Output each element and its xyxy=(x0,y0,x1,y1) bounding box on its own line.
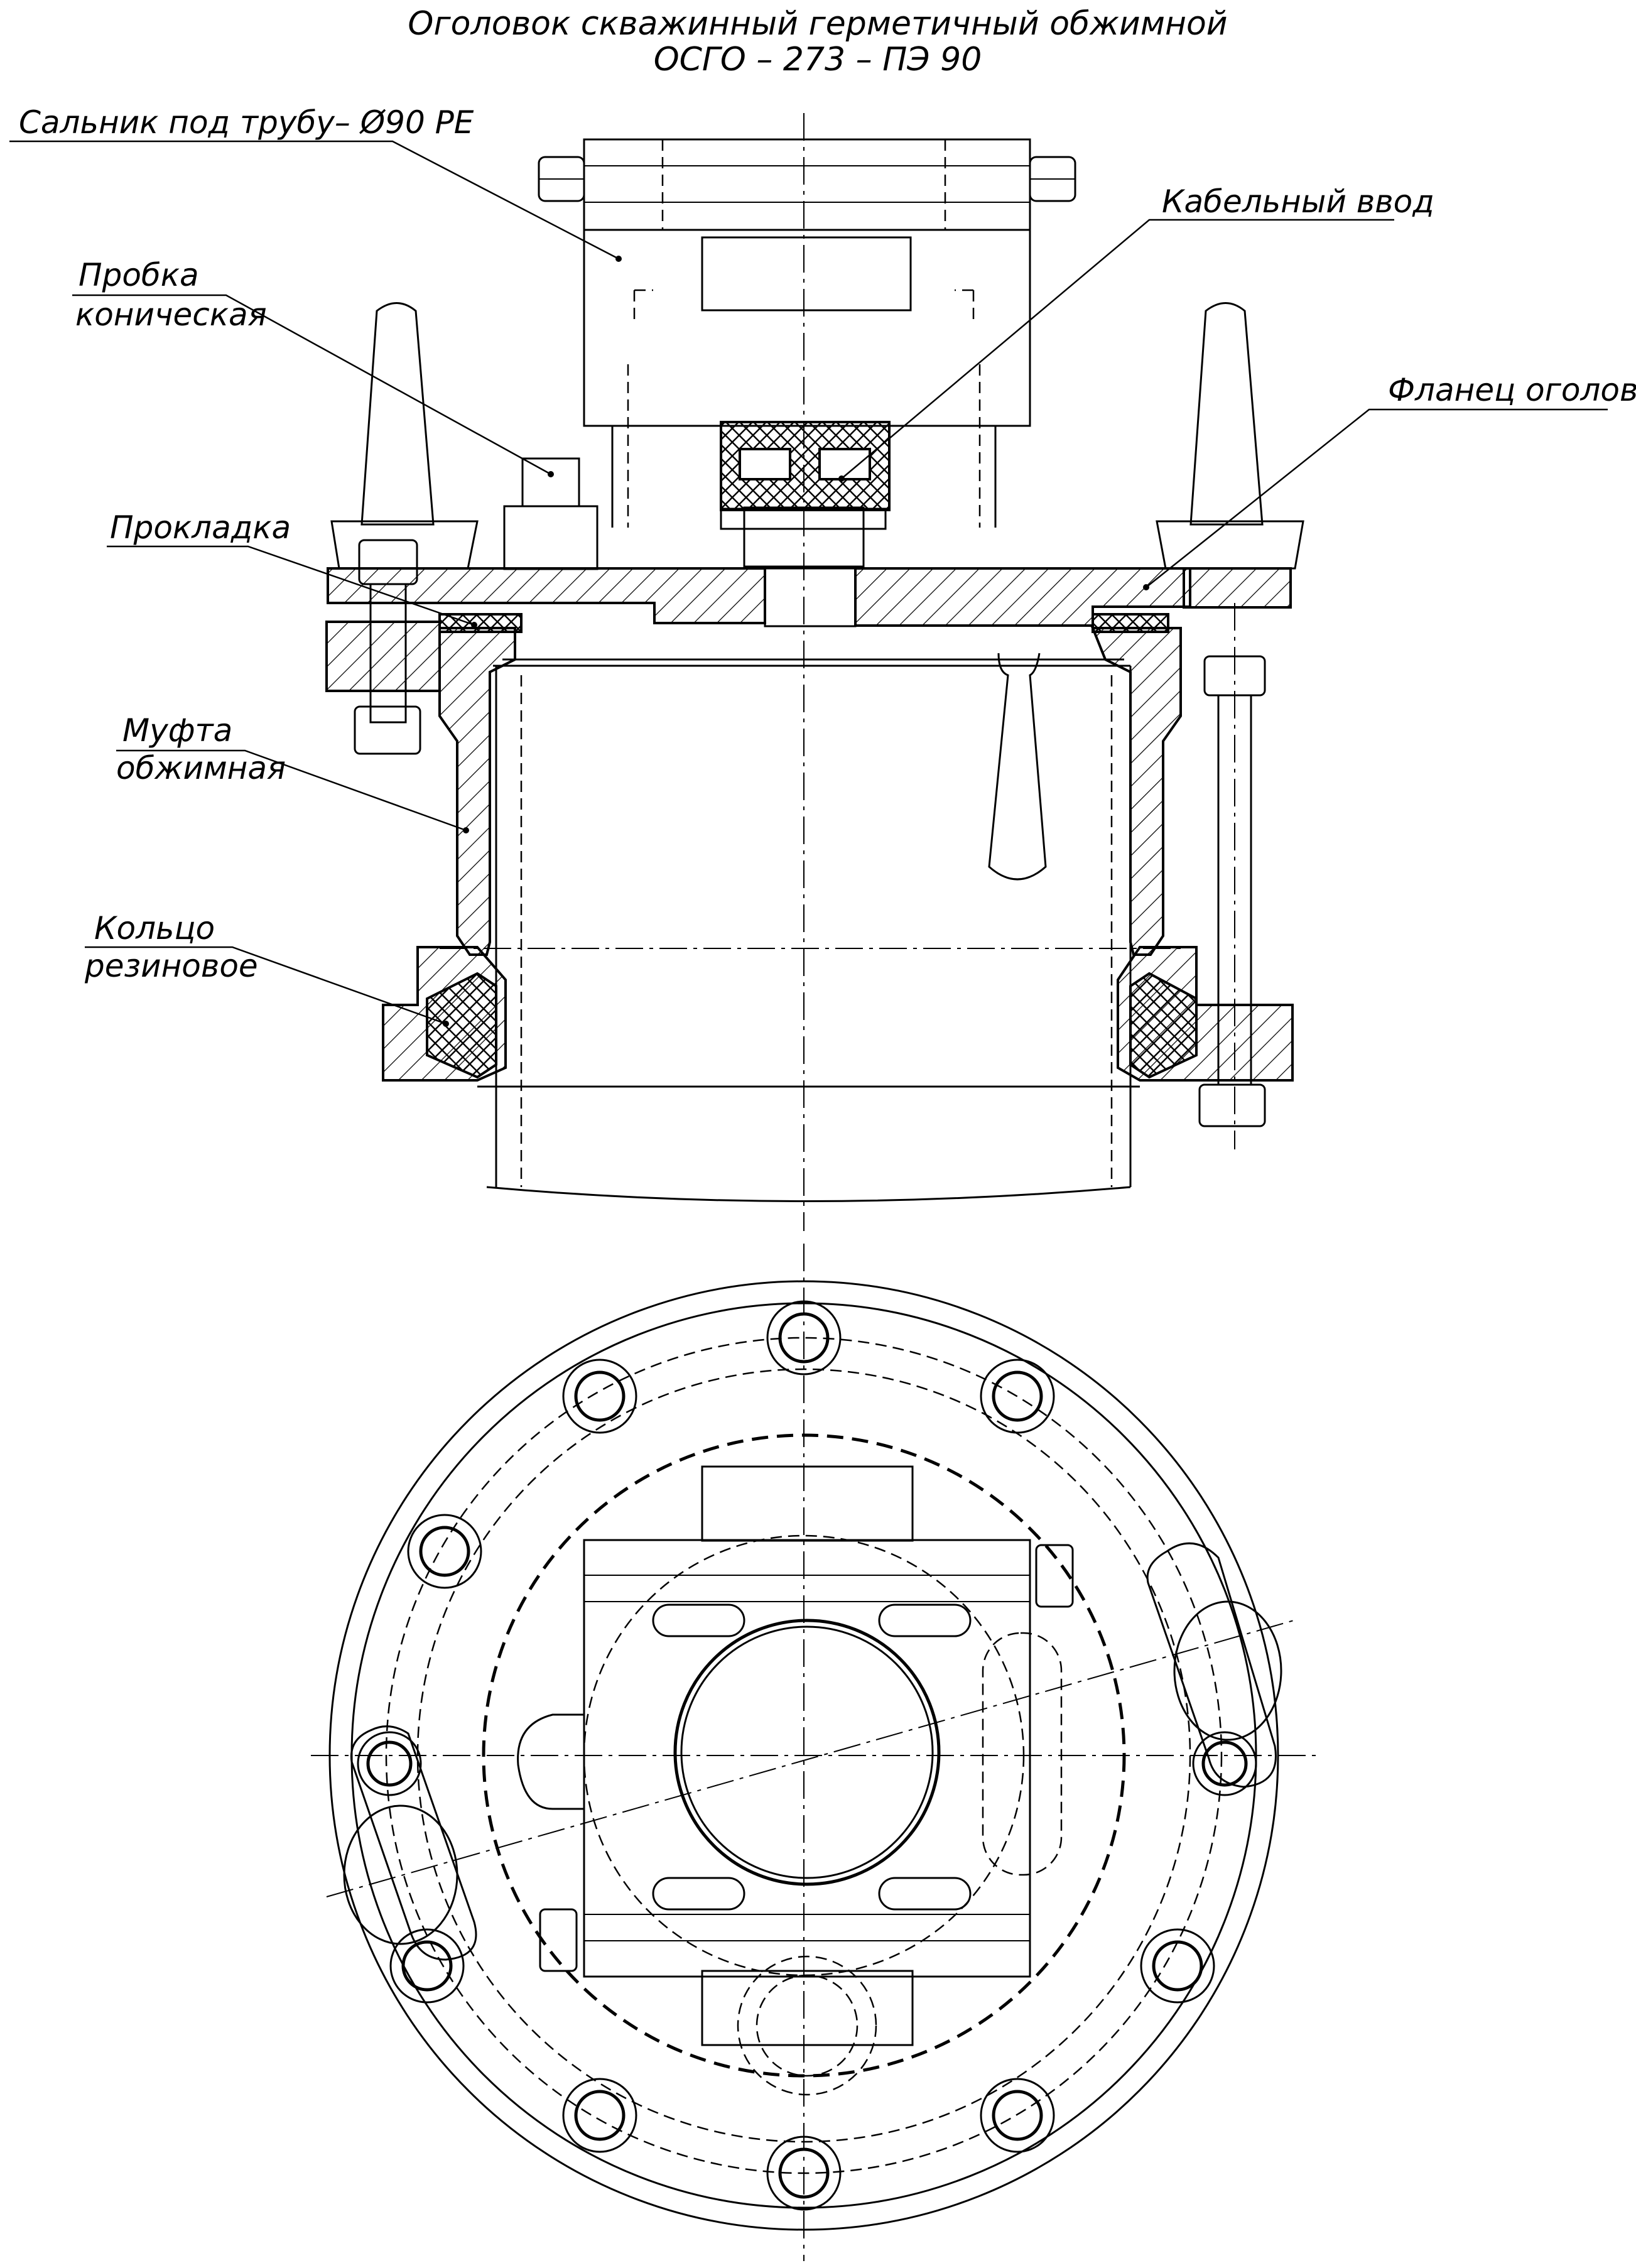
callout-plug-line2: коническая xyxy=(75,296,267,333)
slot-4 xyxy=(878,1877,972,1911)
gland-top-block xyxy=(583,138,1031,231)
handle-hanging xyxy=(988,653,1047,881)
nut-left xyxy=(354,705,421,755)
flange-bore xyxy=(764,567,857,627)
nut-right-bottom xyxy=(1198,1083,1266,1127)
handle-left xyxy=(360,302,435,526)
callout-plug-line1: Пробка xyxy=(79,257,199,293)
gland-plan-body xyxy=(583,1539,1031,1978)
title-line-1: Оголовок скважинный герметичный обжимной xyxy=(408,5,1227,43)
bolt-circle xyxy=(385,1337,1223,2174)
slot-2 xyxy=(878,1603,972,1637)
bolt-hole-1 xyxy=(766,1300,842,1375)
plan-view xyxy=(311,1244,1319,2261)
gland-bottom-lug xyxy=(701,1970,914,2046)
callout-head-flange: Фланец оголовка xyxy=(1388,372,1636,408)
bolt-hole-2 xyxy=(562,1359,637,1434)
handle-plan-left xyxy=(350,1725,477,1961)
callout-cable-entry: Кабельный ввод xyxy=(1162,183,1434,220)
title-line-2: ОСГО – 273 – ПЭ 90 xyxy=(654,41,982,79)
clamp-ring-left xyxy=(325,621,441,692)
bolt-holes xyxy=(357,1300,1257,2211)
callout-ring-line2: резиновое xyxy=(84,948,258,984)
bolt-hole-11 xyxy=(766,2135,842,2211)
bolt-hole-10 xyxy=(980,2078,1055,2153)
section-view xyxy=(325,113,1304,1231)
rubber-rings xyxy=(426,972,1198,1079)
drawing-title: Оголовок скважинный герметичный обжимной… xyxy=(408,5,1227,79)
callout-gland: Сальник под трубу– Ø90 PE xyxy=(19,104,474,141)
handles-plan xyxy=(343,1542,1282,1961)
gland-window xyxy=(701,236,912,312)
callout-ring-line1: Кольцо xyxy=(94,910,215,947)
bolt-hole-4 xyxy=(407,1514,482,1589)
head-flange xyxy=(325,567,1292,692)
coupling-wall-right xyxy=(1091,627,1182,956)
callout-gasket: Прокладка xyxy=(110,509,291,546)
bolt-hole-6 xyxy=(357,1731,422,1796)
plug-body xyxy=(503,505,599,570)
gland-plan xyxy=(517,1465,1074,2096)
coupling-circle xyxy=(482,1433,1126,2078)
handle-plan-right xyxy=(1146,1542,1277,1788)
plug-head xyxy=(521,457,580,507)
slot-1 xyxy=(652,1603,745,1637)
plug-plan xyxy=(517,1713,585,1810)
bolt-hole-5 xyxy=(1192,1731,1257,1796)
bolt-hole-3 xyxy=(980,1359,1055,1434)
flange-outer-circle xyxy=(328,1280,1279,2231)
pipe-bore xyxy=(673,1619,941,1886)
coupling-wall-left xyxy=(438,627,516,956)
callout-coupling-line2: обжимная xyxy=(116,750,286,786)
callout-coupling-line1: Муфта xyxy=(122,712,232,749)
bolt-hole-7 xyxy=(1140,1928,1215,2004)
well-casing xyxy=(440,658,1181,1202)
gland-top-lug xyxy=(701,1465,914,1542)
handle-right xyxy=(1189,302,1264,526)
cable-entry-seal xyxy=(720,421,891,511)
bolt-hole-8 xyxy=(389,1928,465,2004)
gland-clamp-bolts xyxy=(538,156,1076,202)
flange-left-half xyxy=(327,567,766,624)
bolt-shank-left xyxy=(369,583,407,724)
lifting-handles xyxy=(330,302,1304,881)
gland-housing xyxy=(583,229,1031,427)
bolt-hole-9 xyxy=(562,2078,637,2153)
callouts: Сальник под трубу– Ø90 PE Кабельный ввод… xyxy=(9,104,1636,1027)
flange-lug-right xyxy=(1183,567,1292,609)
slot-3 xyxy=(652,1877,745,1911)
